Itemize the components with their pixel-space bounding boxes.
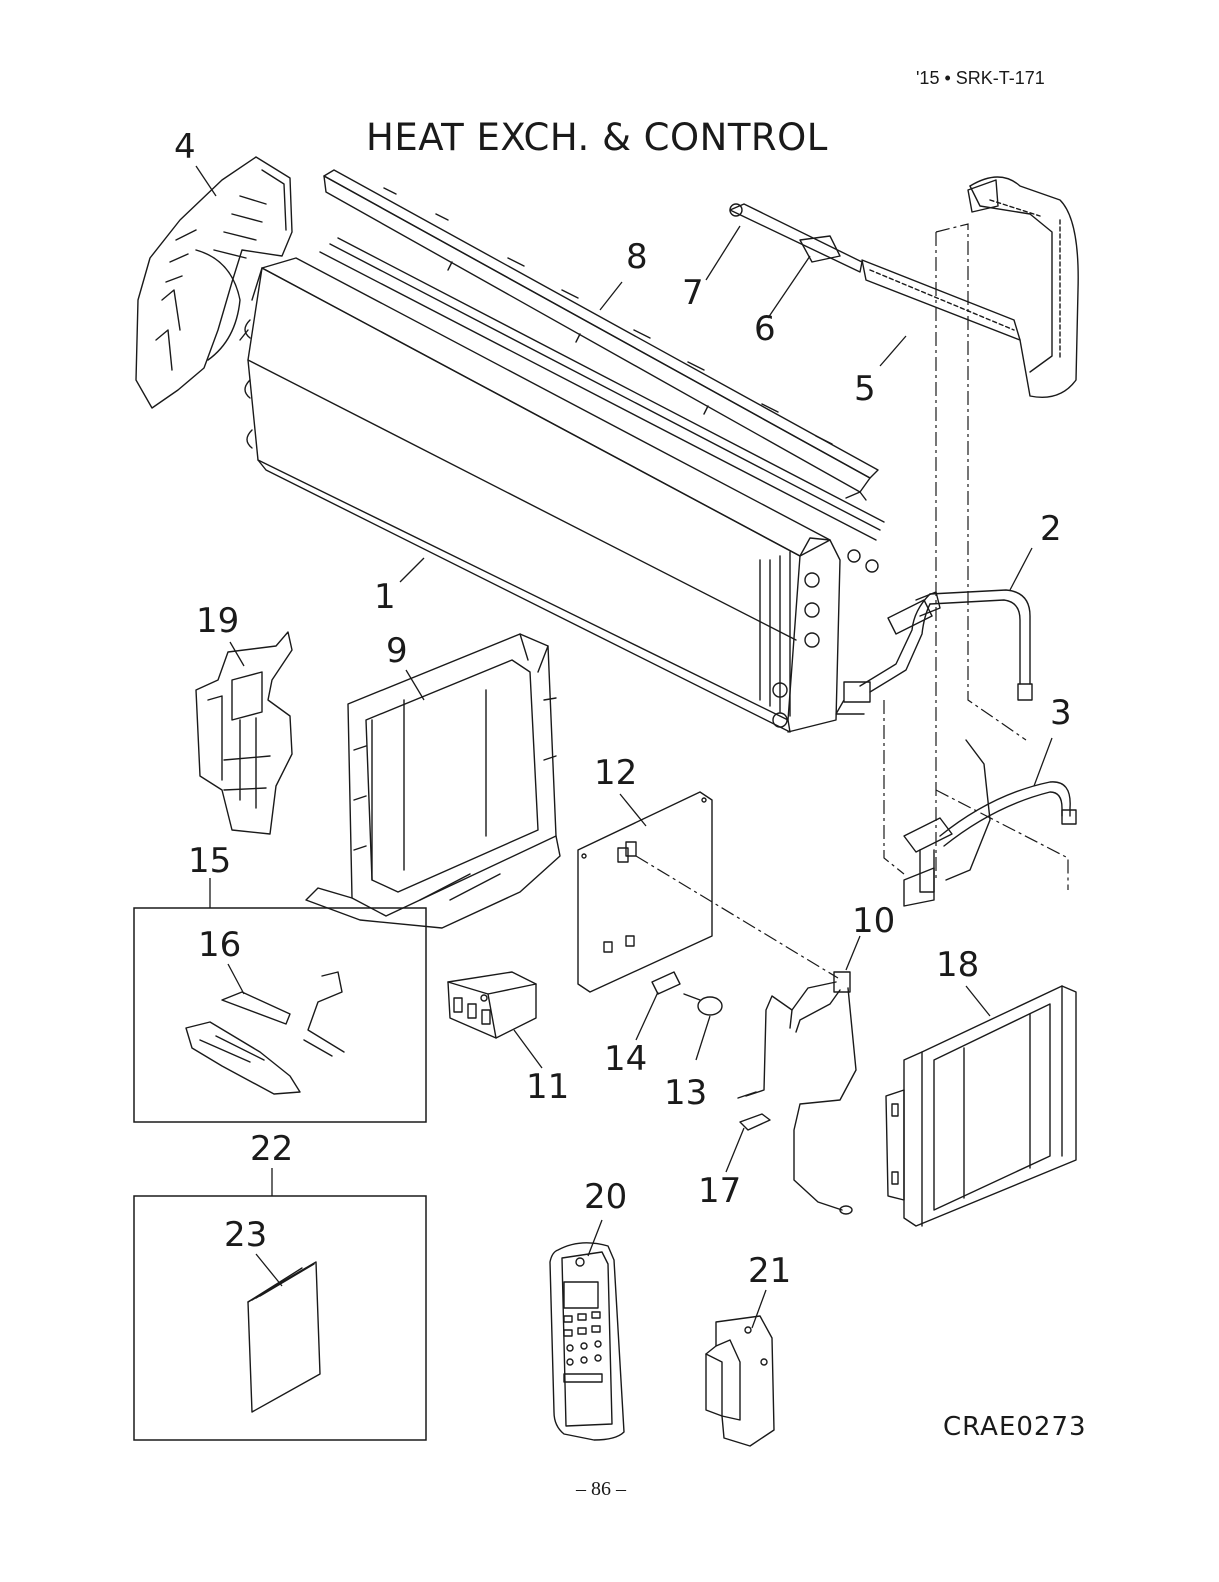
- callout-11: 11: [526, 1067, 569, 1107]
- callout-14: 14: [604, 1039, 647, 1079]
- callout-22: 22: [250, 1129, 293, 1169]
- callout-4: 4: [174, 127, 196, 167]
- part-5-insulated-pipe: [730, 177, 1078, 397]
- part-16-louver-parts: [186, 972, 344, 1094]
- callout-19: 19: [196, 601, 239, 641]
- callout-10: 10: [852, 901, 895, 941]
- callout-9: 9: [386, 631, 408, 671]
- part-9-control-frame: [306, 634, 560, 928]
- part-1-heat-exchanger: [240, 238, 884, 732]
- callout-5: 5: [854, 369, 876, 409]
- part-18-cover-panel: [886, 986, 1076, 1226]
- part-12-pcb: [578, 792, 712, 992]
- part-19-guide: [196, 632, 292, 834]
- callout-13: 13: [664, 1073, 707, 1113]
- part-3-pipe: [904, 740, 1076, 906]
- part-23-manual: [248, 1262, 320, 1412]
- callout-16: 16: [198, 925, 241, 965]
- callout-15: 15: [188, 841, 231, 881]
- part-21-remote-holder: [706, 1316, 774, 1446]
- leader-lines: [196, 166, 1052, 1328]
- part-13-varistor: [684, 994, 722, 1015]
- part-14-fuse: [652, 972, 680, 994]
- callout-7: 7: [682, 273, 704, 313]
- callout-2: 2: [1040, 509, 1062, 549]
- callout-3: 3: [1050, 693, 1072, 733]
- part-11-terminal-block: [448, 972, 536, 1038]
- callout-numbers: 4 8 7 6 5 2 1 19 9 3 12 15 10 16 18 14 1…: [174, 127, 1072, 1291]
- part-10-thermistor: [738, 972, 856, 1214]
- connection-lines: [636, 224, 1068, 978]
- callout-12: 12: [594, 753, 637, 793]
- callout-1: 1: [374, 577, 396, 617]
- callout-8: 8: [626, 237, 648, 277]
- part-8-top-cover: [324, 170, 878, 500]
- callout-18: 18: [936, 945, 979, 985]
- callout-21: 21: [748, 1251, 791, 1291]
- kit-15-box: [134, 908, 426, 1122]
- callout-6: 6: [754, 309, 776, 349]
- callout-20: 20: [584, 1177, 627, 1217]
- part-17-thermistor-clip: [740, 1114, 770, 1130]
- kit-22-box: [134, 1196, 426, 1440]
- part-20-remote-control: [550, 1243, 624, 1440]
- part-2-pipe: [836, 590, 1032, 714]
- callout-23: 23: [224, 1215, 267, 1255]
- callout-17: 17: [698, 1171, 741, 1211]
